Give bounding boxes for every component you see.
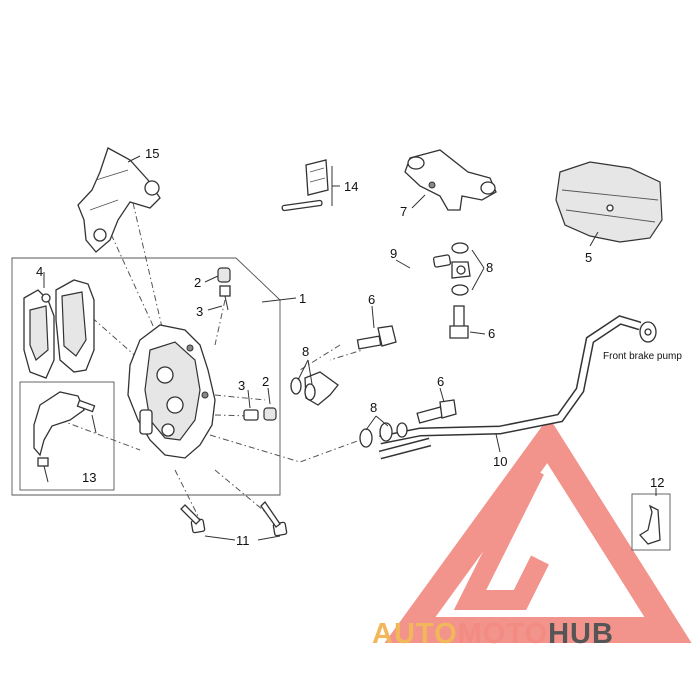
banjo-bolt-upper-right [449,305,469,339]
pad-bracket-part [33,391,97,483]
watermark-hub: HUB [548,618,614,650]
rubber-boot-part [555,161,663,243]
callout-11: 11 [236,533,250,548]
copper-washers-upper [451,242,471,296]
front-brake-pump-label: Front brake pump [603,351,682,362]
copper-washers-left [290,377,316,401]
copper-washers-lower [359,422,408,448]
callout-3: 3 [238,378,245,393]
callout-2: 2 [262,374,269,389]
callout-6: 6 [437,374,444,389]
axis-line [329,339,396,361]
callout-6: 6 [368,292,375,307]
banjo-bolt-lower [416,399,457,424]
axis-line [299,344,341,371]
axis-line [129,189,166,341]
watermark-auto: AUTO [372,618,458,650]
bleed-valve-top [217,267,231,311]
callout-10: 10 [493,454,507,469]
watermark-logo [384,416,692,643]
caliper-assembly-outline [11,257,281,496]
axis-line [214,394,266,401]
caliper-bracket-part [77,147,161,253]
axis-line [209,434,361,463]
callout-7: 7 [400,204,407,219]
callout-1: 1 [299,291,306,306]
watermark-text: AUTOMOTOHUB [372,618,614,651]
callout-8: 8 [370,400,377,415]
watermark-moto: MOTO [457,618,549,650]
callout-8: 8 [486,260,493,275]
callout-9: 9 [390,246,397,261]
axis-line [59,419,141,451]
callout-14: 14 [344,179,358,194]
axis-line [99,209,156,331]
bracket-13-box [19,381,115,491]
callout-8: 8 [302,344,309,359]
axis-line [214,299,226,346]
callout-13: 13 [82,470,96,485]
lower-brake-hose [378,315,657,460]
caliper-bolts-part [180,500,288,537]
callout-12: 12 [650,475,664,490]
brake-pads-part [23,279,95,379]
callout-5: 5 [585,250,592,265]
hose-clip-part [631,493,671,551]
callout-3: 3 [196,304,203,319]
axis-line [174,469,201,521]
brake-caliper-part [127,324,216,459]
leader-lines [43,155,657,541]
callout-2: 2 [194,275,201,290]
callout-6: 6 [488,326,495,341]
callout-4: 4 [36,264,43,279]
tee-fitting-part [404,149,497,211]
bleed-valve-side [243,407,277,421]
callout-15: 15 [145,146,159,161]
pins-clip-part [281,159,329,212]
banjo-bolt-upper-left [356,325,397,350]
